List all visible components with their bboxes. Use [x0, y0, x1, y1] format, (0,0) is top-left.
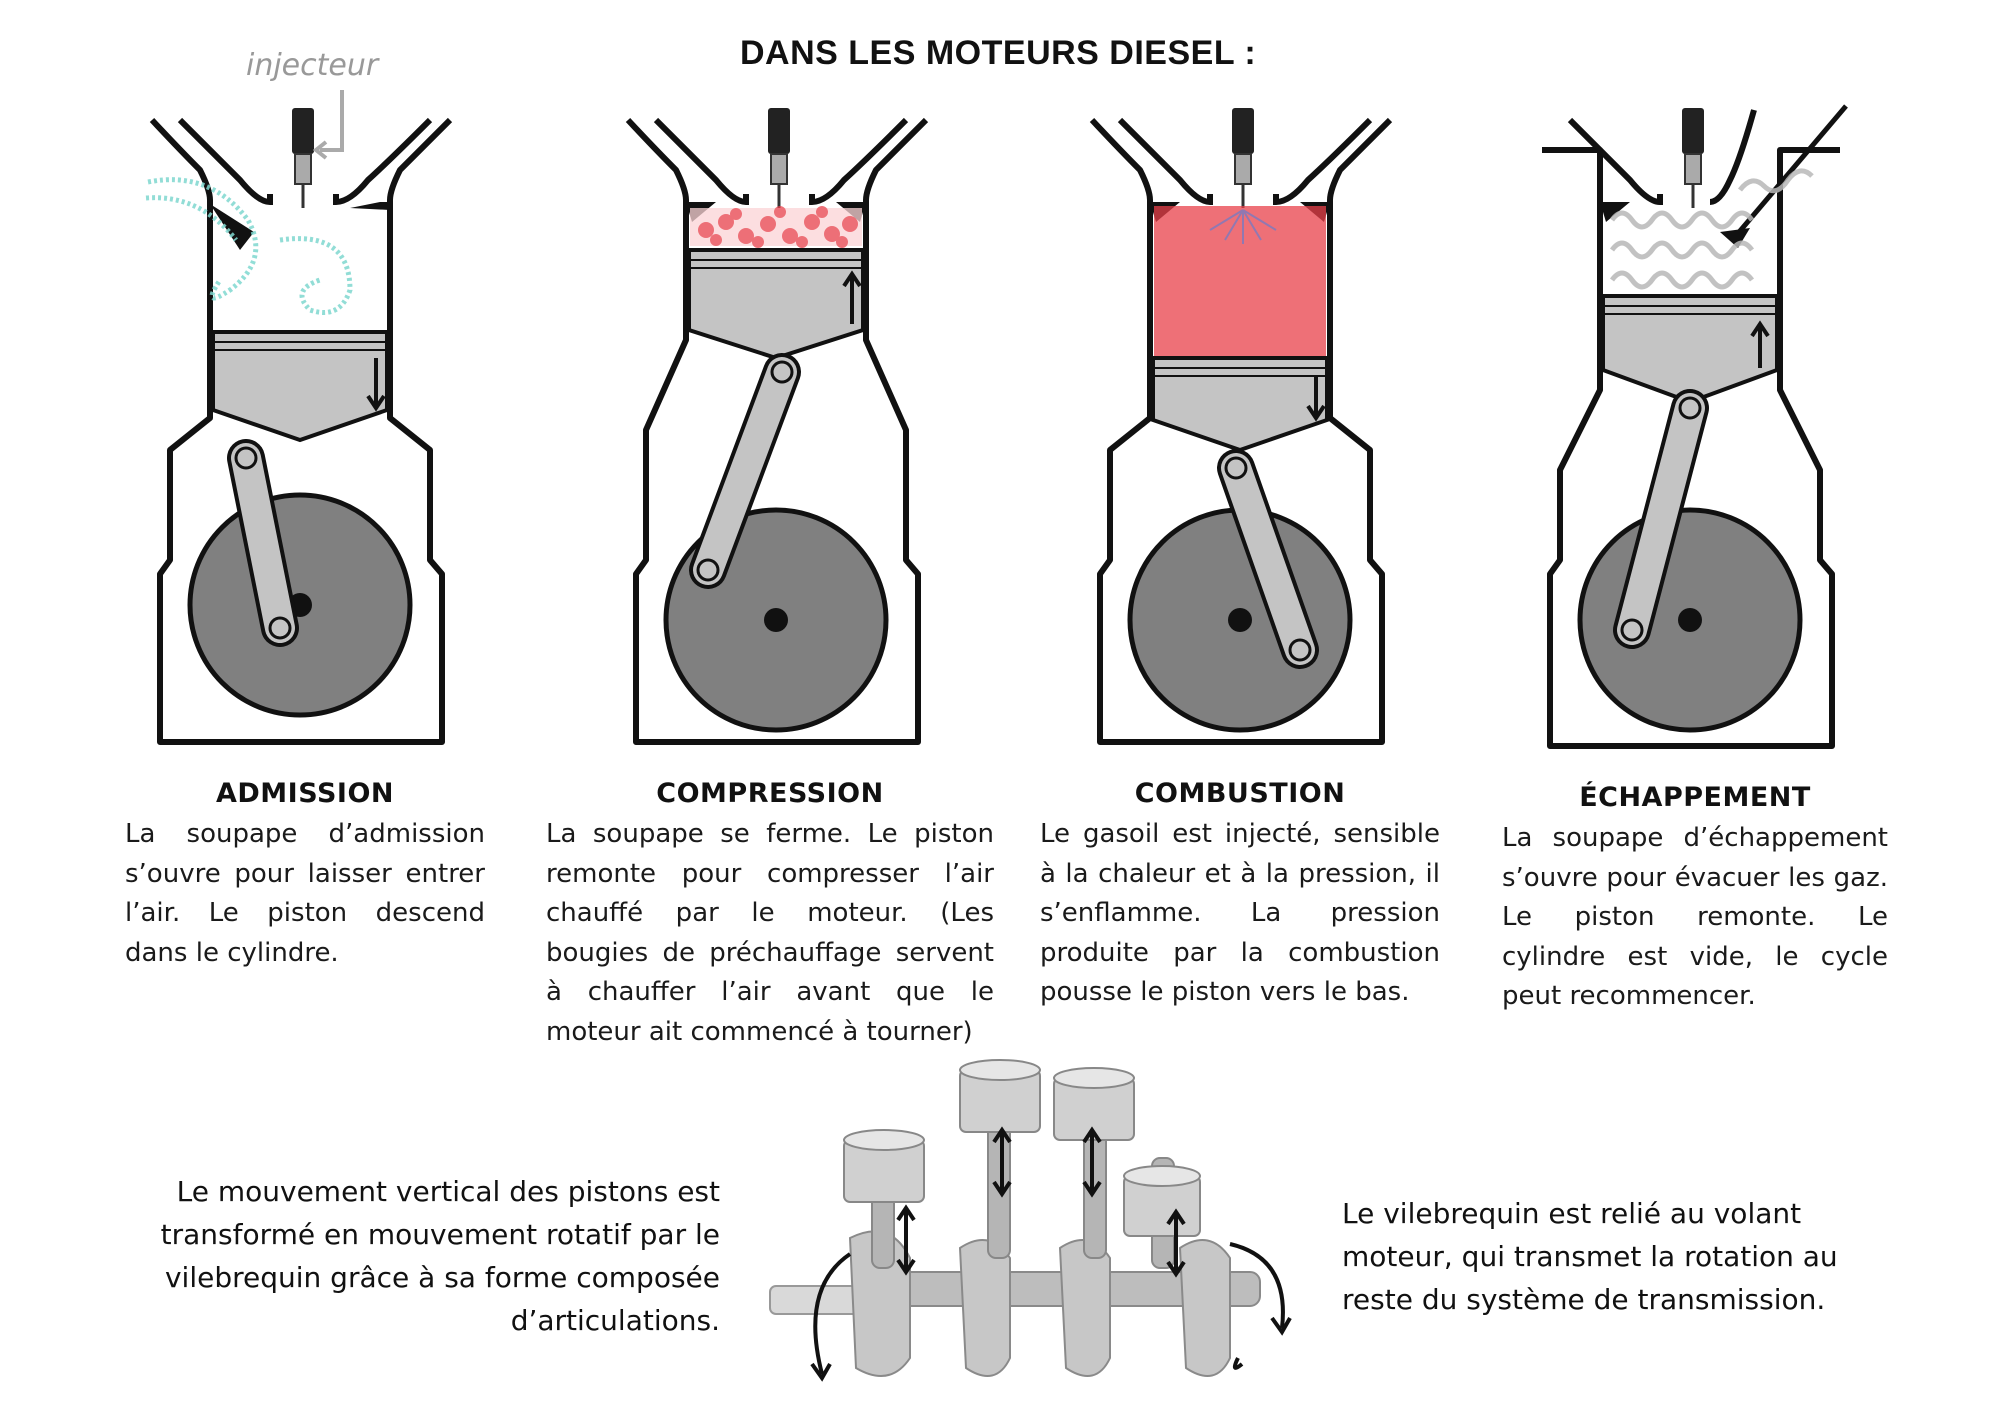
step-description-combustion: Le gasoil est injecté, sensible à la cha… — [1040, 819, 1440, 1007]
direction-arrow-up-icon — [1750, 320, 1770, 368]
piston — [1053, 1067, 1135, 1141]
rotation-arrow-icon — [810, 1242, 1292, 1382]
crankshaft-explanation-left: Le mouvement vertical des pistons est tr… — [160, 1175, 720, 1337]
fuel-spray — [1209, 209, 1277, 244]
piston — [959, 1059, 1041, 1133]
piston — [687, 248, 865, 361]
engine-diagram-compression — [625, 108, 929, 745]
step-title-echappement: ÉCHAPPEMENT — [1579, 782, 1811, 813]
engine-diagram-echappement — [1542, 104, 1848, 749]
step-description-echappement: La soupape d’échappement s’ouvre pour év… — [1502, 823, 1888, 1011]
connecting-rod — [689, 353, 801, 589]
injector-icon — [292, 108, 314, 208]
direction-arrow-down-icon — [366, 358, 386, 412]
piston — [211, 330, 389, 443]
piston — [1123, 1165, 1201, 1237]
step-title-admission: ADMISSION — [216, 778, 394, 809]
page-title: DANS LES MOTEURS DIESEL : — [740, 34, 1257, 72]
direction-arrow-up-icon — [842, 270, 862, 324]
piston — [843, 1129, 925, 1203]
intake-air-swirl — [145, 177, 353, 315]
exhaust-gas — [1609, 168, 1814, 290]
connecting-rod — [227, 439, 299, 647]
piston — [1151, 356, 1329, 453]
crankshaft-illustration — [769, 1059, 1292, 1382]
injector-label: injecteur — [246, 48, 379, 83]
connecting-rod — [1613, 389, 1709, 649]
injector-icon — [1682, 108, 1704, 208]
step-title-combustion: COMBUSTION — [1134, 778, 1346, 809]
direction-arrow-down-icon — [1306, 376, 1326, 422]
connecting-rod — [1217, 449, 1319, 669]
step-description-admission: La soupape d’admission s’ouvre pour lais… — [125, 819, 485, 968]
engine-diagram-admission — [145, 90, 453, 745]
step-title-compression: COMPRESSION — [656, 778, 884, 809]
combustion-gas — [1154, 206, 1326, 356]
crankshaft-explanation-right: Le vilebrequin est relié au volant moteu… — [1342, 1197, 1838, 1316]
engine-diagram-combustion — [1089, 108, 1393, 745]
piston — [1601, 294, 1779, 405]
injector-icon — [768, 108, 790, 208]
step-description-compression: La soupape se ferme. Le piston remonte p… — [546, 819, 994, 1047]
vertical-motion-arrow-icon — [896, 1126, 1186, 1278]
compressed-air — [690, 206, 862, 248]
injector-icon — [1232, 108, 1254, 208]
